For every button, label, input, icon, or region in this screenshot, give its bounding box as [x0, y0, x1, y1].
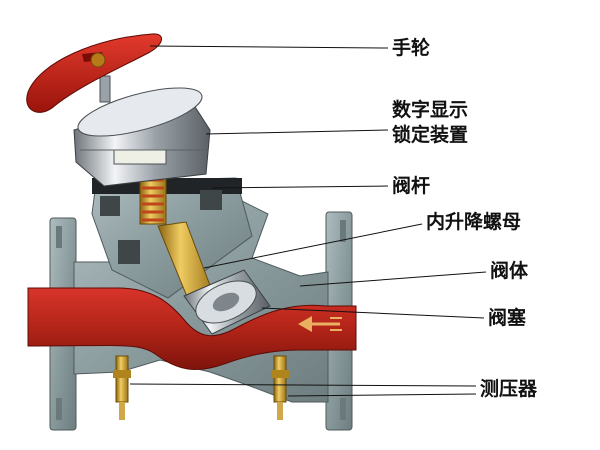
label-nut: 内升降螺母 — [426, 211, 522, 233]
leader-plug — [261, 307, 485, 319]
valve-plug — [183, 269, 271, 335]
flow-channel — [27, 287, 357, 370]
label-plug: 阀塞 — [488, 307, 527, 329]
leader-body — [299, 271, 487, 287]
label-digital-lock-line1: 数字显示 — [392, 99, 469, 121]
leader-lines — [129, 45, 487, 397]
leader-gauge-left — [129, 383, 477, 387]
digital-lock-device — [73, 87, 211, 187]
pressure-port-right — [271, 355, 289, 420]
label-body: 阀体 — [490, 260, 529, 282]
label-digital-lock-line2: 锁定装置 — [392, 124, 469, 146]
label-stem: 阀杆 — [392, 175, 431, 197]
flow-arrow-icon — [298, 316, 342, 332]
leader-nut — [203, 223, 423, 269]
leader-gauge-right — [287, 393, 477, 397]
handwheel — [26, 33, 162, 113]
label-handwheel: 手轮 — [392, 37, 431, 59]
pressure-port-left — [113, 355, 131, 420]
label-gauge: 测压器 — [480, 378, 538, 400]
leader-handwheel — [149, 45, 389, 49]
leader-stem — [211, 185, 389, 189]
leader-digital-lock — [205, 129, 389, 135]
